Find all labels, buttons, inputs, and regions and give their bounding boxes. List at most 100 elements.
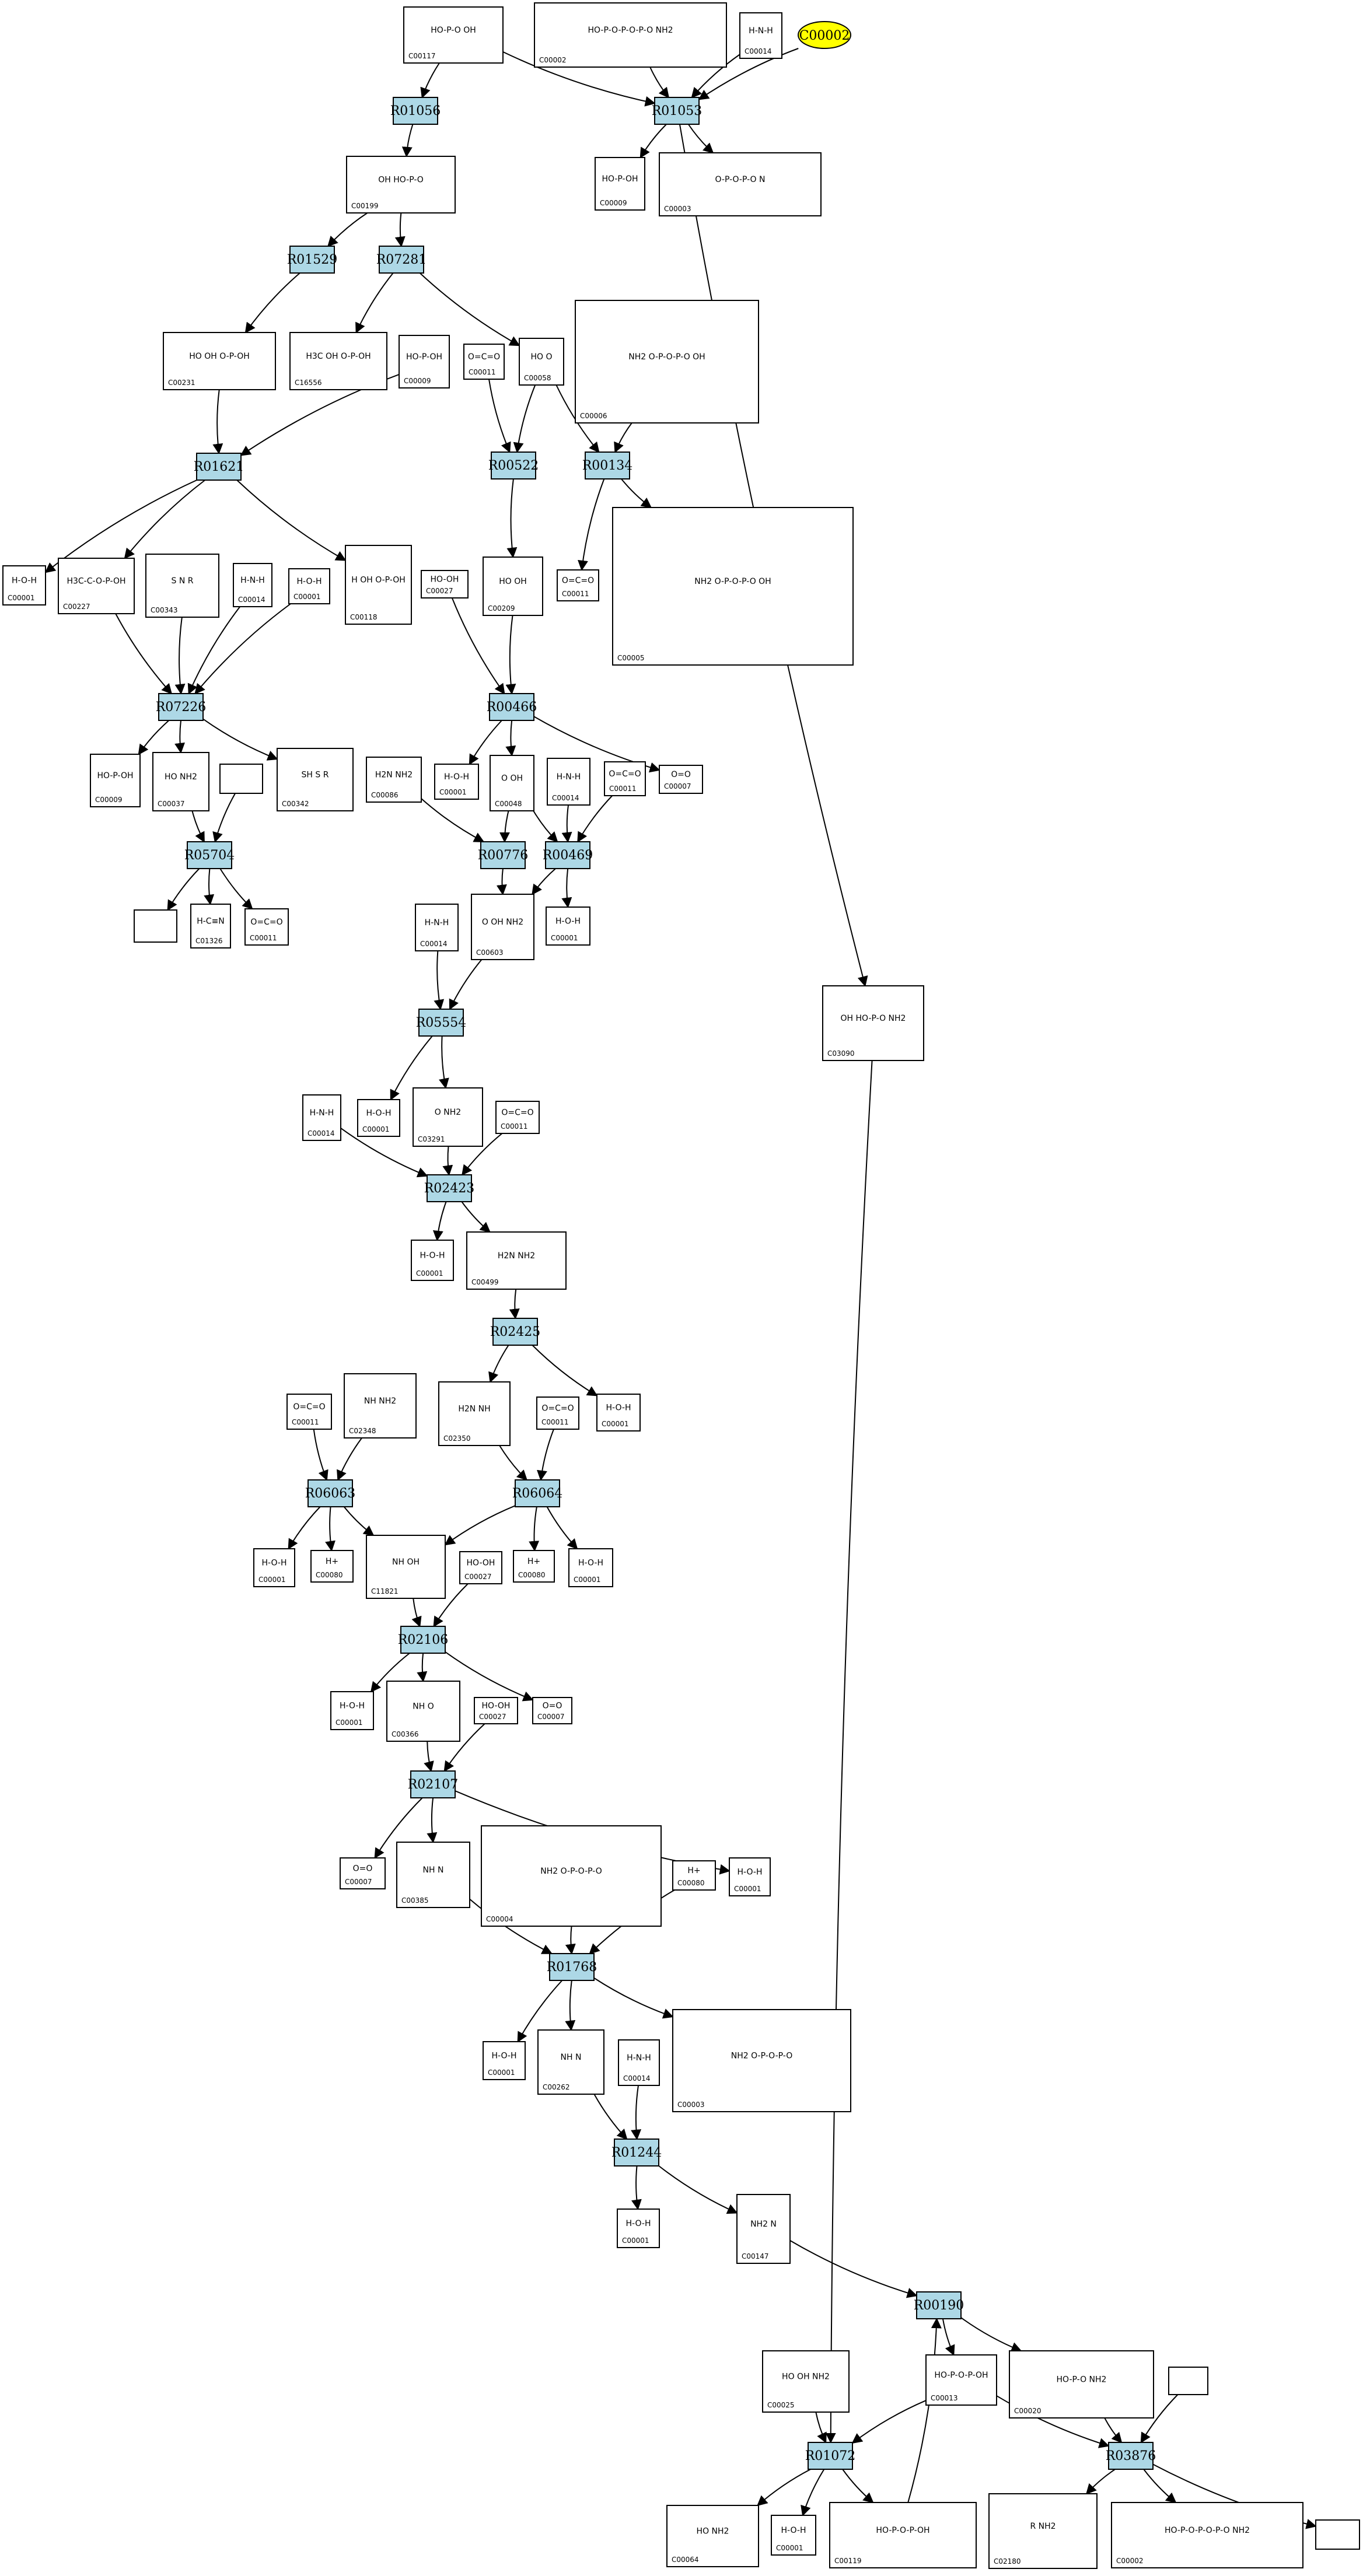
reaction-node[interactable]: R03876	[1106, 2442, 1156, 2470]
reaction-node[interactable]: R07281	[376, 246, 427, 274]
reaction-node[interactable]: R01768	[547, 1953, 597, 1981]
highlight-compound-node[interactable]: C00002	[798, 21, 851, 49]
reaction-node[interactable]: R02425	[490, 1318, 541, 1346]
reaction-node[interactable]: R06064	[512, 1479, 563, 1507]
reaction-node[interactable]: R01244	[611, 2138, 662, 2166]
reaction-node[interactable]: R00190	[914, 2291, 964, 2319]
compound-node[interactable]: H+C00080	[672, 1860, 716, 1891]
compound-node[interactable]	[1315, 2519, 1360, 2550]
reaction-node[interactable]: R01072	[805, 2442, 856, 2470]
compound-node[interactable]: H+C00080	[513, 1550, 555, 1583]
compound-node[interactable]	[1168, 2367, 1208, 2395]
compound-node[interactable]: H+C00080	[310, 1550, 354, 1583]
reaction-node[interactable]: R00469	[543, 841, 593, 869]
compound-node[interactable]	[219, 764, 263, 794]
reaction-node[interactable]: R06063	[305, 1479, 356, 1507]
reaction-node[interactable]: R00466	[487, 693, 537, 721]
reaction-node[interactable]: R02423	[424, 1174, 475, 1202]
reaction-node[interactable]: R01621	[194, 453, 244, 481]
reaction-node[interactable]: R05554	[416, 1009, 467, 1037]
reaction-node[interactable]: R00522	[488, 452, 539, 480]
reaction-node[interactable]: R02107	[408, 1770, 459, 1798]
reaction-node[interactable]: R00134	[582, 452, 633, 480]
reaction-node[interactable]: R01529	[287, 246, 338, 274]
reaction-node[interactable]: R00776	[478, 841, 529, 869]
reaction-node[interactable]: R02106	[398, 1626, 449, 1654]
reaction-node[interactable]: R01056	[390, 97, 441, 125]
reaction-node[interactable]: R07226	[156, 693, 207, 721]
